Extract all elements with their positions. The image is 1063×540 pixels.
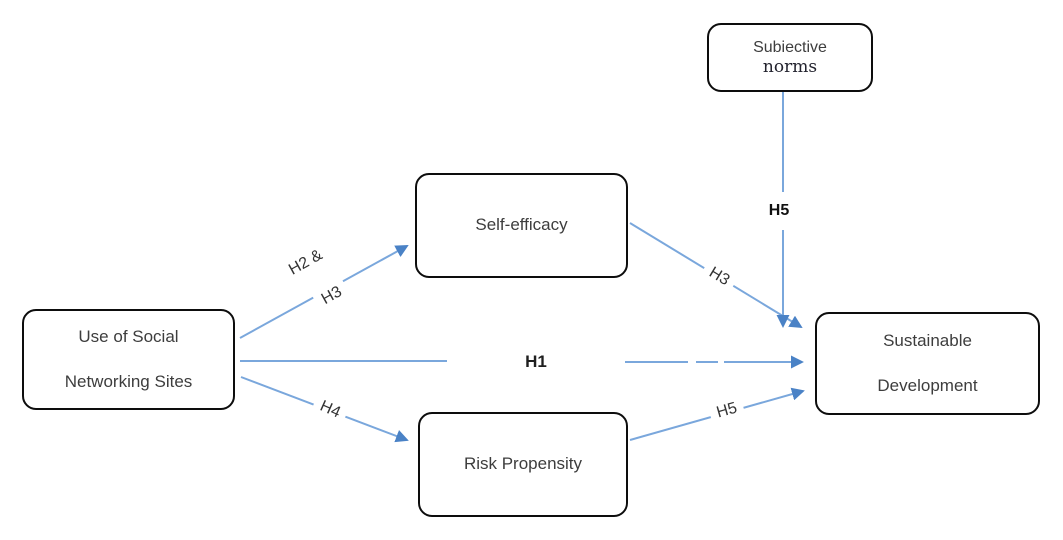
node-subjective-norms-line2: norms bbox=[762, 56, 818, 77]
node-risk-propensity: Risk Propensity bbox=[418, 412, 628, 517]
node-use-of-social-networking-sites: Use of Social Networking Sites bbox=[22, 309, 235, 410]
node-use-sns-line2: Networking Sites bbox=[64, 371, 193, 391]
node-subjective-norms-line1: Subiective bbox=[753, 38, 827, 56]
node-self-efficacy-label: Self-efficacy bbox=[475, 215, 568, 235]
node-sustainable-dev-line2: Development bbox=[877, 375, 978, 395]
node-sustainable-dev-line1: Sustainable bbox=[883, 331, 972, 351]
node-use-sns-line1: Use of Social bbox=[78, 327, 179, 347]
edge-label-h5-vertical: H5 bbox=[760, 192, 798, 230]
edge-label-h1: H1 bbox=[515, 350, 557, 374]
node-subjective-norms: Subiective norms bbox=[707, 23, 873, 92]
node-risk-propensity-label: Risk Propensity bbox=[463, 454, 583, 474]
node-sustainable-development: Sustainable Development bbox=[815, 312, 1040, 415]
node-self-efficacy: Self-efficacy bbox=[415, 173, 628, 278]
